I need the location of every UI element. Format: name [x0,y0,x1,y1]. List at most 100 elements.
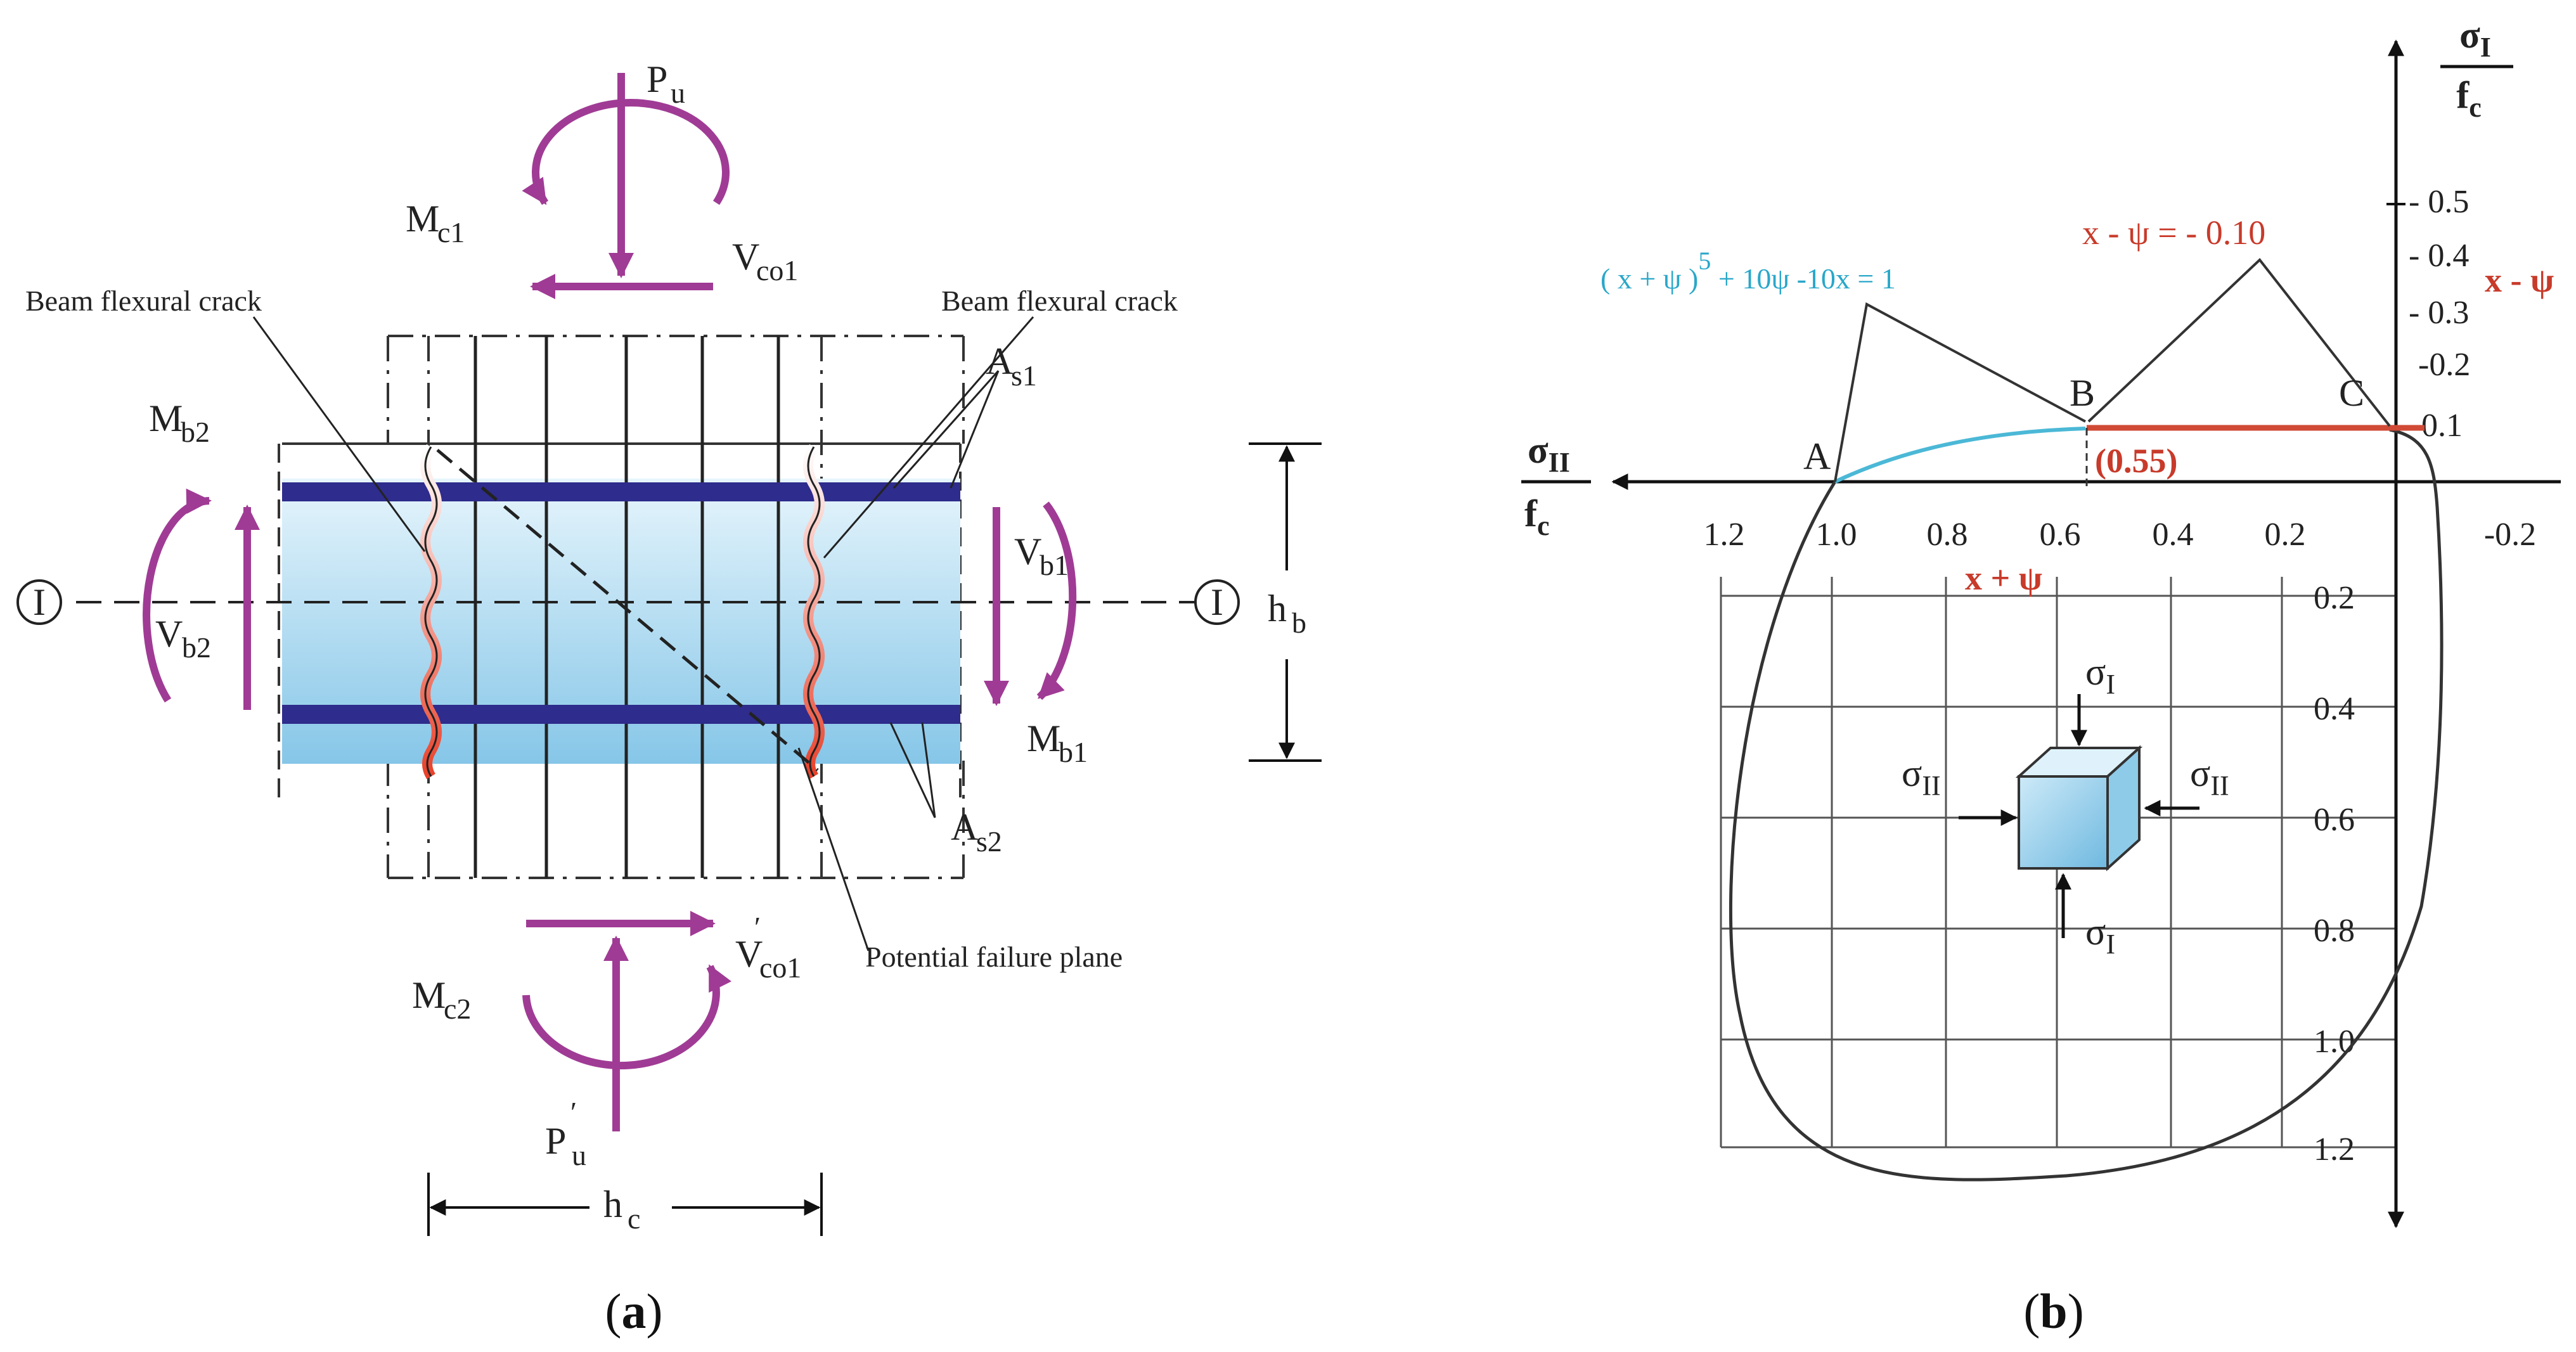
svg-text:b: b [1292,607,1306,639]
x-tick: 0.2 [2265,517,2306,553]
section-marker-right [1194,579,1240,625]
svg-text:u: u [572,1139,586,1171]
crack-left-label: Beam flexural crack [25,285,262,317]
mc2-moment-arrow[interactable] [522,964,731,1070]
hc-label: h c [603,1183,640,1235]
svg-text:V: V [732,236,759,278]
svg-text:(b): (b) [2023,1284,2083,1339]
x-plus-psi-label: x + ψ [1965,559,2042,597]
y-tick: 0.6 [2314,802,2355,838]
vco1-label: V co1 [732,236,798,286]
bottom-rebar [282,705,960,724]
y-tick: 0.2 [2314,580,2355,616]
svg-text:M: M [412,974,446,1016]
pu-label: P u [647,58,685,109]
x-axis-title: σII fc [1521,429,1591,541]
column-rebars [473,336,780,878]
point-b-label: B [2070,372,2095,414]
as2-label: A s2 [951,806,1002,858]
svg-text:s1: s1 [1011,359,1037,392]
y-tick-labels-upper: 0.1 -0.2 - 0.3 - 0.4 - 0.5 [2386,184,2470,444]
svg-text:A: A [986,340,1013,382]
svg-text:P: P [545,1120,566,1162]
svg-text:V: V [155,613,183,655]
hb-label: h b [1268,588,1306,639]
svg-text:V: V [1014,531,1041,572]
svg-text:b2: b2 [182,631,211,664]
mb1-moment-arrow[interactable] [1036,501,1077,700]
b-value-label: (0.55) [2095,442,2177,480]
hc-dimension [427,1173,823,1236]
y-tick: 1.0 [2314,1024,2355,1060]
x-tick: 1.2 [1704,517,1745,553]
section-label-left: I [33,581,46,623]
leader-lines-b [1834,258,2391,482]
svg-text:′: ′ [570,1096,577,1128]
svg-text:σII: σII [1528,429,1570,478]
cube-sigma-ii-left: σII [1902,752,1941,801]
svg-text:b2: b2 [181,416,210,448]
y-tick: - 0.4 [2409,238,2469,274]
curve-equation: ( x + ψ )5 + 10ψ -10x = 1 [1600,247,1896,295]
failure-plane-label: Potential failure plane [865,941,1123,973]
svg-text:u: u [671,77,685,109]
section-label-right: I [1211,581,1223,623]
y-axis-title: σI fc [2440,14,2513,123]
stress-cube [2015,745,2143,872]
svg-text:P: P [647,58,667,100]
svg-text:σI: σI [2459,14,2491,63]
hb-dimension [1249,442,1322,762]
y-tick: - 0.5 [2409,184,2469,220]
y-tick-labels-lower: 0.2 0.4 0.6 0.8 1.0 1.2 [2314,580,2355,1168]
svg-text:M: M [406,198,439,240]
panel-a: I I Beam flexural crack Beam flexural cr… [16,58,1322,1339]
mb1-label: M b1 [1027,718,1088,768]
panel-b: σI fc σII fc 1.2 1.0 0.8 0.6 0.4 0.2 -0.… [1521,14,2561,1339]
x-tick: 0.8 [1927,517,1968,553]
x-tick: 0.4 [2153,517,2194,553]
failure-envelope [1729,428,2444,1181]
svg-text:fc: fc [1524,493,1550,541]
vco1-prime-label: V ′ co1 [735,911,801,984]
crack-right-label: Beam flexural crack [941,285,1178,317]
cube-sigma-i-top: σI [2085,651,2115,700]
as1-label: A s1 [986,340,1037,392]
mc1-moment-arrow[interactable] [522,99,730,205]
caption-a: (a) [605,1284,663,1339]
svg-text:A: A [951,806,978,848]
cube-arrows [1959,694,2199,938]
cube-sigma-ii-right: σII [2190,752,2229,801]
leader-lines [252,316,1034,951]
y-tick: 0.8 [2314,913,2355,949]
mc2-label: M c2 [412,974,471,1025]
svg-text:co1: co1 [756,254,798,286]
y-tick: 0.4 [2314,691,2355,727]
mb2-label: M b2 [149,397,210,448]
svg-text:c1: c1 [437,216,465,248]
svg-text:(a): (a) [605,1284,663,1339]
svg-text:V: V [735,933,763,975]
line-equation: x - ψ = - 0.10 [2082,214,2265,252]
x-tick: 0.6 [2040,517,2081,553]
svg-text:h: h [603,1183,622,1225]
svg-text:c: c [628,1202,640,1235]
point-a-label: A [1803,435,1831,477]
svg-text:′: ′ [754,911,761,943]
svg-text:fc: fc [2456,74,2482,123]
vb2-label: V b2 [155,613,211,664]
top-rebar [282,482,960,501]
y-tick: - 0.3 [2409,295,2469,331]
svg-text:c2: c2 [444,993,471,1025]
caption-b: (b) [2023,1284,2083,1339]
pu-prime-label: P ′ u [545,1096,586,1171]
svg-text:b1: b1 [1040,549,1069,581]
svg-text:s2: s2 [976,825,1002,858]
svg-text:co1: co1 [759,951,801,984]
y-tick: 1.2 [2314,1131,2355,1168]
mb2-moment-arrow[interactable] [143,488,212,703]
y-tick: -0.2 [2418,347,2470,383]
svg-text:M: M [149,397,183,439]
svg-text:b1: b1 [1059,736,1088,768]
x-tick: 1.0 [1816,517,1857,553]
